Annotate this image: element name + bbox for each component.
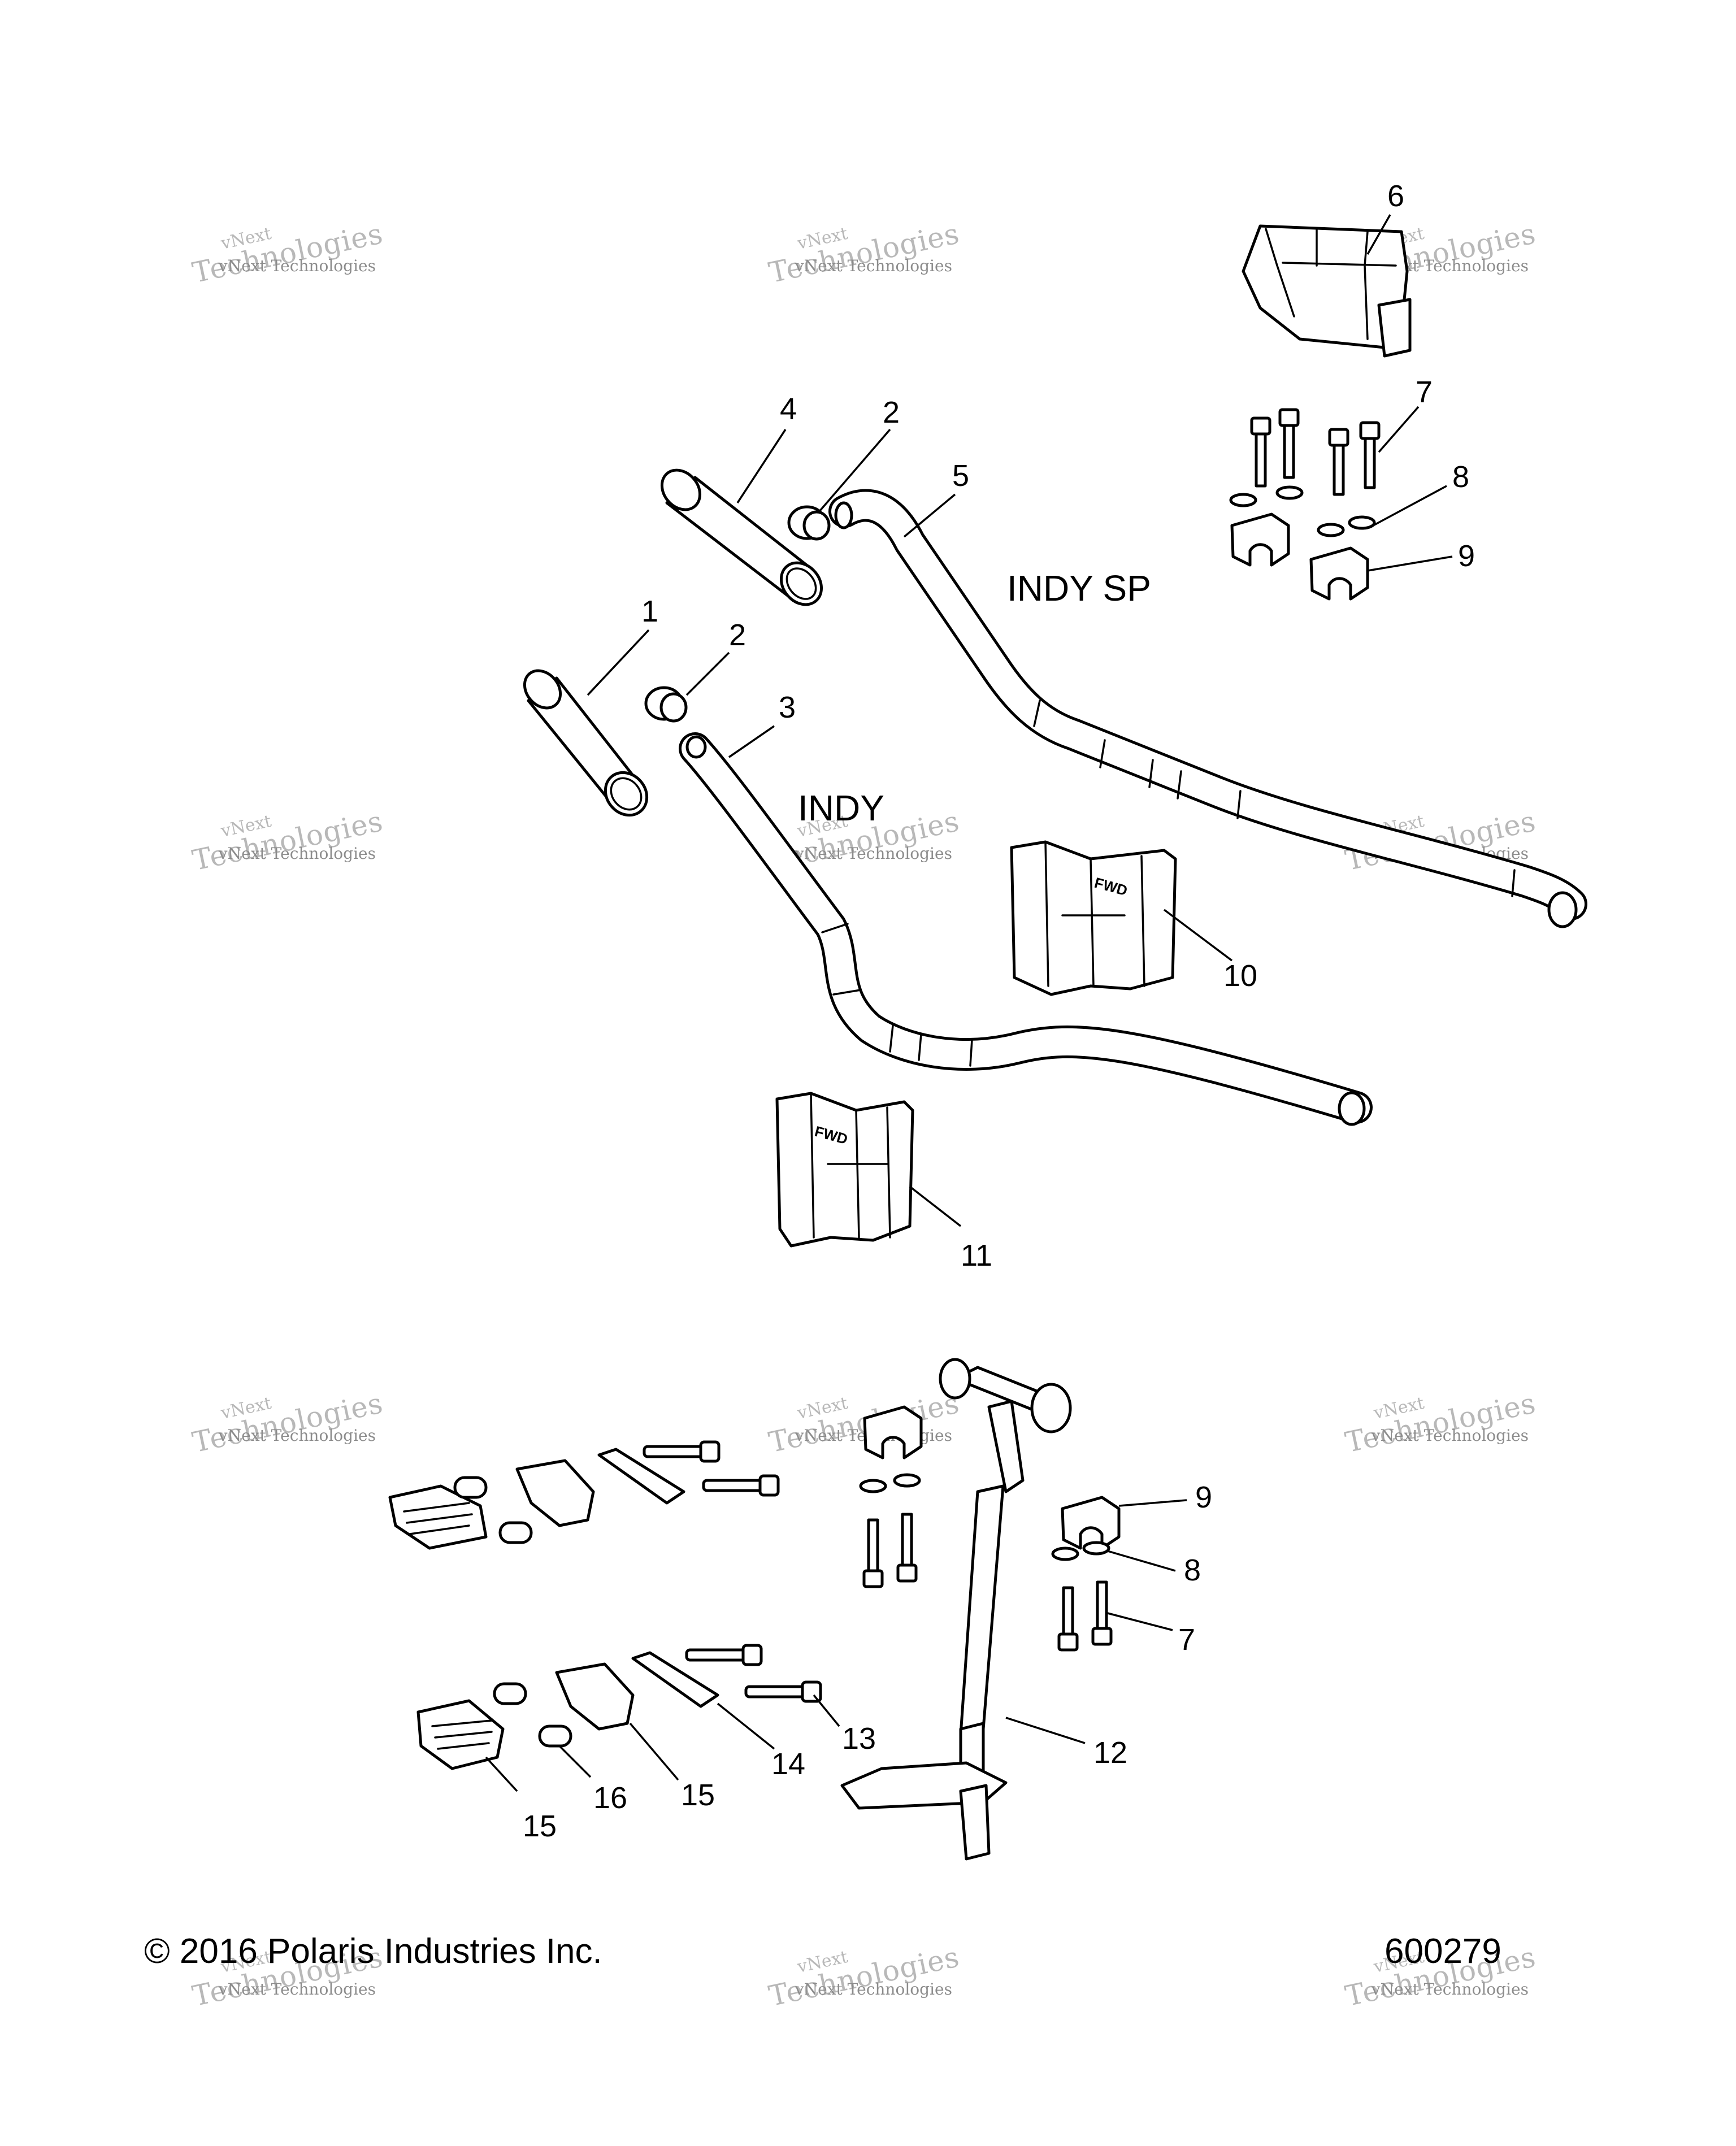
- callout-14: 14: [771, 1747, 805, 1781]
- callout-10: 10: [1223, 959, 1257, 993]
- figure-number: 600279: [1385, 1932, 1501, 1971]
- callout-4: 4: [780, 392, 797, 426]
- handlebar-indy: [679, 732, 1373, 1126]
- callout-11: 11: [961, 1239, 992, 1272]
- part-7-bolts-top: [1250, 408, 1381, 496]
- callout-15-left: 15: [523, 1809, 557, 1843]
- part-1-grip: [523, 669, 649, 817]
- callout-2-upper: 2: [883, 396, 900, 429]
- callout-13: 13: [842, 1722, 876, 1756]
- callout-labels: 1 2 2 3 4 5 6 7 8 9 10 11 9 8 7 12 13 14…: [523, 179, 1475, 1843]
- callout-7-top: 7: [1416, 375, 1433, 409]
- callout-6: 6: [1387, 179, 1404, 213]
- part-10-riser-block: FWD: [1010, 840, 1177, 996]
- variant-label-indy: INDY: [798, 788, 884, 828]
- callout-2-lower: 2: [729, 618, 746, 652]
- variant-label-indy-sp: INDY SP: [1007, 568, 1151, 609]
- callout-8-top: 8: [1452, 460, 1469, 494]
- part-11-riser-block: FWD: [775, 1092, 914, 1248]
- callout-15-right: 15: [681, 1778, 715, 1812]
- callout-16: 16: [593, 1781, 627, 1815]
- callout-8-bottom: 8: [1184, 1553, 1201, 1587]
- callout-12: 12: [1093, 1736, 1127, 1770]
- handlebar-indy-sp: [828, 489, 1587, 928]
- linkage-assembly-lower: [416, 1644, 822, 1770]
- part-4-grip: [660, 468, 823, 606]
- part-8-washers-top: [1229, 485, 1376, 537]
- part-12-steering-post: [840, 1358, 1072, 1861]
- part-6-handlebar-pad: [1242, 224, 1412, 358]
- part-2-plug-lower: [644, 686, 688, 723]
- callout-3: 3: [779, 690, 796, 724]
- callout-1: 1: [641, 594, 658, 628]
- callout-9-bottom: 9: [1195, 1480, 1212, 1514]
- part-7-bolts-bottom: [862, 1513, 1113, 1652]
- copyright-notice: © 2016 Polaris Industries Inc.: [144, 1932, 602, 1971]
- callout-5: 5: [952, 459, 969, 493]
- part-8-washers-bottom: [859, 1473, 1110, 1561]
- part-9-clamp-post: [863, 1405, 1121, 1550]
- part-9-clamps-top: [1230, 512, 1369, 601]
- callout-9-top: 9: [1458, 539, 1475, 573]
- linkage-assembly-upper: [388, 1440, 780, 1550]
- part-2-plug-upper: [787, 505, 831, 541]
- callout-7-bottom: 7: [1178, 1623, 1195, 1657]
- leader-lines: [485, 214, 1453, 1792]
